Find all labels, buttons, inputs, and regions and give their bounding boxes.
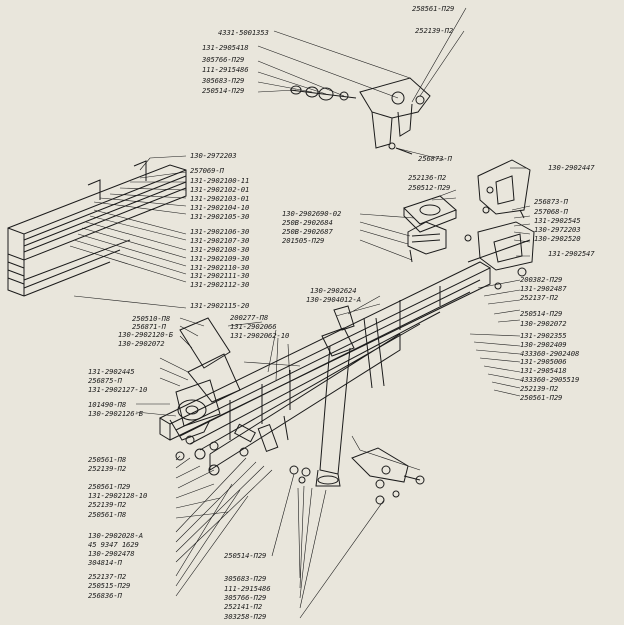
part-label-250561-p29: 250561-П29	[520, 393, 563, 402]
part-label-131-2905418-b: 131-2905418	[520, 366, 567, 375]
part-label-200382-p29: 200382-П29	[520, 275, 563, 284]
part-label-305766-p29-b: 305766-П29	[224, 593, 267, 602]
part-label-250514-p29: 250514-П29	[202, 86, 245, 95]
part-label-433360-2905519: 433360-2905519	[520, 375, 580, 384]
part-label-131-2902545: 131-2902545	[534, 216, 581, 225]
upper-bracket-assembly	[289, 77, 431, 155]
part-label-250515-p29: 250515-П29	[88, 581, 131, 590]
part-label-130-2902409: 130-2902409	[520, 340, 567, 349]
part-label-111-2915486: 111-2915486	[202, 65, 249, 74]
part-label-252137-p2: 252137-П2	[520, 293, 559, 302]
part-label-252139-p2-c: 252139-П2	[88, 464, 127, 473]
part-label-130-2902690-02: 130-2902690-02	[282, 209, 342, 218]
part-label-131-2902111-30: 131-2902111-30	[190, 271, 250, 280]
part-label-130-2902120-b: 130-2902120-Б	[118, 330, 173, 339]
part-label-250561-p29-b: 250561-П29	[88, 482, 131, 491]
part-label-131-2902104-10: 131-2902104-10	[190, 203, 250, 212]
part-label-130-2902520: 130-2902520	[534, 234, 581, 243]
part-label-256875-p: 256875-П	[88, 376, 122, 385]
part-label-4331-5001353: 4331-5001353	[218, 28, 269, 37]
part-label-131-2905006: 131-2905006	[520, 357, 567, 366]
part-label-256873-p-b: 256873-П	[534, 197, 568, 206]
part-label-131-2902066: 131-2902066	[230, 322, 277, 331]
part-label-101490-p8: 101490-П8	[88, 400, 127, 409]
part-label-130-2902478: 130-2902478	[88, 549, 135, 558]
part-label-305766-p29: 305766-П29	[202, 55, 245, 64]
main-leaf-spring	[158, 261, 492, 471]
part-label-257069-p: 257069-П	[190, 166, 224, 175]
part-label-131-2902107-30: 131-2902107-30	[190, 236, 250, 245]
part-label-130-2972203: 130-2972203	[190, 151, 237, 160]
part-label-256871-p: 256871-П	[132, 322, 166, 331]
part-label-257068-p: 257068-П	[534, 207, 568, 216]
part-label-252139-p2-d: 252139-П2	[88, 500, 127, 509]
part-label-131-2902445: 131-2902445	[88, 367, 135, 376]
part-label-131-2902108-30: 131-2902108-30	[190, 245, 250, 254]
part-label-252139-p2: 252139-П2	[415, 26, 454, 35]
part-label-131-2902103-01: 131-2902103-01	[190, 194, 250, 203]
part-label-131-2902105-30: 131-2902105-30	[190, 212, 250, 221]
part-label-258561-p29: 258561-П29	[412, 4, 455, 13]
part-label-130-2902447: 130-2902447	[548, 163, 595, 172]
part-label-250v-2902687: 250В-2902687	[282, 227, 333, 236]
part-label-250561-p8: 250561-П8	[88, 455, 127, 464]
part-label-252136-p2: 252136-П2	[408, 173, 447, 182]
part-label-250561-p8-b: 250561-П8	[88, 510, 127, 519]
part-label-131-2902110-30: 131-2902110-30	[190, 263, 250, 272]
part-label-131-2902109-30: 131-2902109-30	[190, 254, 250, 263]
part-label-130-2902072: 130-2902072	[118, 339, 165, 348]
part-label-111-2915486-b: 111-2915486	[224, 584, 271, 593]
part-label-131-2902487: 131-2902487	[520, 284, 567, 293]
part-label-250512-p29: 250512-П29	[408, 183, 451, 192]
part-label-131-2902106-30: 131-2902106-30	[190, 227, 250, 236]
part-label-250514-p29-c: 250514-П29	[224, 551, 267, 560]
part-label-252139-p2-b: 252139-П2	[520, 384, 559, 393]
part-label-131-2902547: 131-2902547	[548, 249, 595, 258]
shock-absorber	[315, 305, 385, 487]
part-label-305683-p29: 305683-П29	[202, 76, 245, 85]
part-label-200277-p8: 200277-П8	[230, 313, 269, 322]
rubber-pad	[403, 195, 457, 255]
part-label-130-2904012-a: 130-2904012-А	[306, 295, 361, 304]
part-label-250510-p8: 250510-П8	[132, 314, 171, 323]
part-label-201505-p29: 201505-П29	[282, 236, 325, 245]
leaf-spring-pack	[7, 160, 187, 297]
part-label-252141-p2: 252141-П2	[224, 602, 263, 611]
part-label-130-2902126-b: 130-2902126-Б	[88, 409, 143, 418]
part-label-131-2902100-11: 131-2902100-11	[190, 176, 250, 185]
part-label-250v-2902684: 250В-2902684	[282, 218, 333, 227]
part-label-304814-p: 304814-П	[88, 558, 122, 567]
part-label-130-2902072-b: 130-2902072	[520, 319, 567, 328]
part-label-130-2902624: 130-2902624	[310, 286, 357, 295]
part-label-131-2905418: 131-2905418	[202, 43, 249, 52]
part-label-45-9347-1629: 45 9347 1629	[88, 540, 139, 549]
rear-shackle-bracket	[467, 221, 535, 277]
part-label-130-2902028-a: 130-2902028-А	[88, 531, 143, 540]
part-label-130-2972203-b: 130-2972203	[534, 225, 581, 234]
part-label-131-2902112-30: 131-2902112-30	[190, 280, 250, 289]
part-label-131-2902128-10: 131-2902128-10	[88, 491, 148, 500]
part-label-256836-p: 256836-П	[88, 591, 122, 600]
part-label-305683-p29-b: 305683-П29	[224, 574, 267, 583]
front-hanger	[169, 379, 221, 441]
leader-lines	[69, 7, 531, 619]
lower-link	[351, 447, 421, 483]
part-label-131-2902355: 131-2902355	[520, 331, 567, 340]
part-label-131-2902127-10: 131-2902127-10	[88, 385, 148, 394]
part-label-303258-p29: 303258-П29	[224, 612, 267, 621]
part-label-131-2902102-01: 131-2902102-01	[190, 185, 250, 194]
part-label-250514-p29-b: 250514-П29	[520, 309, 563, 318]
part-label-131-2902115-20: 131-2902115-20	[190, 301, 250, 310]
part-label-252137-p2-b: 252137-П2	[88, 572, 127, 581]
part-label-131-2902062-10: 131-2902062-10	[230, 331, 290, 340]
part-label-433360-2902408: 433360-2902408	[520, 349, 580, 358]
part-label-256873-p: 256873-П	[418, 154, 452, 163]
right-bracket	[477, 159, 531, 215]
